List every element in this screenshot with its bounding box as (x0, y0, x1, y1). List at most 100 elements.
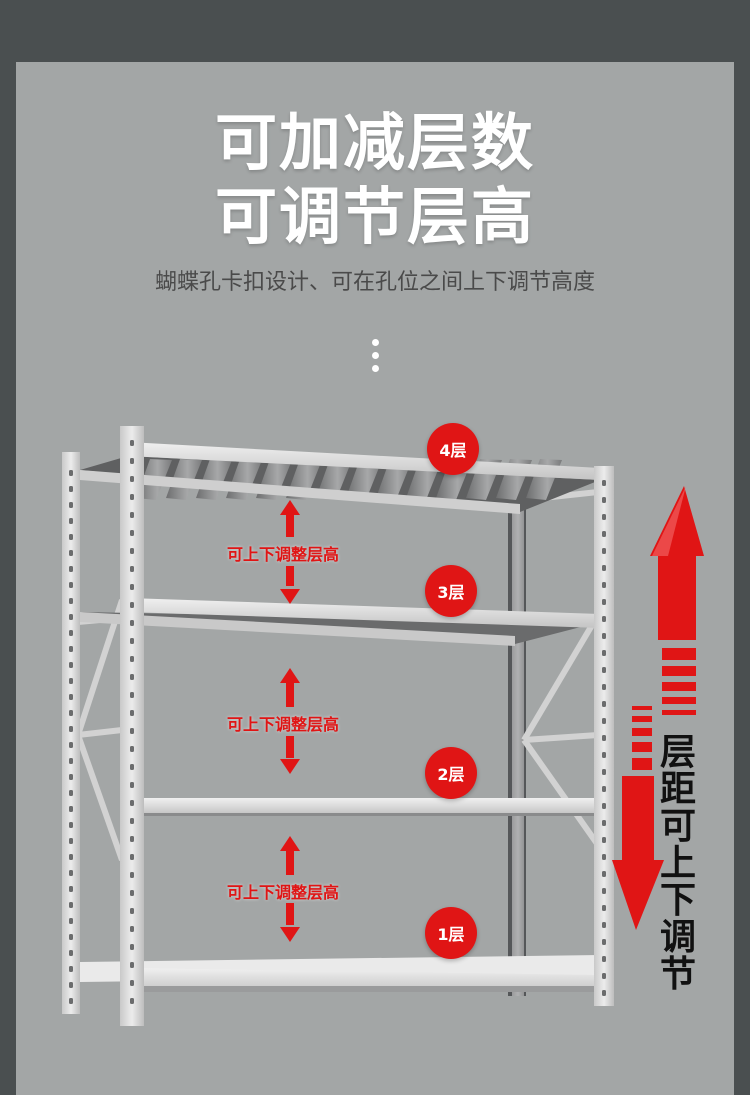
post-hole (130, 494, 134, 500)
post-hole (602, 786, 606, 792)
post-hole (69, 470, 73, 476)
post-hole (130, 476, 134, 482)
big-up-arrow-icon (650, 486, 704, 715)
post-hole (602, 616, 606, 622)
front-mid-post (120, 426, 144, 1026)
post-hole (69, 662, 73, 668)
front-right-post (594, 466, 614, 1006)
post-hole (130, 872, 134, 878)
post-hole (602, 854, 606, 860)
post-hole (130, 584, 134, 590)
double-arrow-icon (280, 836, 300, 942)
post-hole (602, 701, 606, 707)
post-hole (69, 806, 73, 812)
post-hole (602, 633, 606, 639)
post-hole (69, 854, 73, 860)
post-hole (69, 918, 73, 924)
shelf-slat (196, 459, 232, 500)
post-hole (130, 512, 134, 518)
post-hole (69, 550, 73, 556)
post-hole (602, 956, 606, 962)
post-hole (602, 531, 606, 537)
post-hole (69, 742, 73, 748)
post-hole (130, 926, 134, 932)
post-hole (602, 718, 606, 724)
post-hole (130, 836, 134, 842)
post-hole (602, 888, 606, 894)
adjust-label: 可上下调整层高 (227, 545, 340, 564)
post-hole (69, 886, 73, 892)
post-hole (602, 548, 606, 554)
post-hole (69, 694, 73, 700)
post-hole (69, 790, 73, 796)
post-hole (130, 818, 134, 824)
post-hole (69, 582, 73, 588)
layer-badge-2: 2层 (425, 747, 477, 799)
post-hole (602, 599, 606, 605)
post-hole (602, 769, 606, 775)
post-hole (130, 710, 134, 716)
post-hole (69, 630, 73, 636)
post-hole (602, 939, 606, 945)
post-hole (602, 684, 606, 690)
shelf-slat (346, 459, 382, 500)
adjust-label: 可上下调整层高 (227, 883, 340, 902)
post-hole (130, 602, 134, 608)
layer-badge-1: 1层 (425, 907, 477, 959)
post-hole (602, 820, 606, 826)
post-hole (69, 998, 73, 1004)
double-arrow-icon (280, 668, 300, 774)
post-hole (69, 950, 73, 956)
post-hole (602, 514, 606, 520)
post-hole (69, 870, 73, 876)
post-hole (602, 922, 606, 928)
post-hole (602, 480, 606, 486)
double-arrow-icon (280, 500, 300, 604)
post-hole (130, 746, 134, 752)
post-hole (130, 440, 134, 446)
post-hole (602, 871, 606, 877)
post-hole (602, 752, 606, 758)
post-hole (69, 934, 73, 940)
post-hole (130, 962, 134, 968)
post-hole (69, 966, 73, 972)
post-hole (69, 774, 73, 780)
post-hole (130, 566, 134, 572)
shelf-1 (80, 955, 600, 992)
subtitle: 蝴蝶孔卡扣设计、可在孔位之间上下调节高度 (154, 270, 595, 295)
post-hole (130, 692, 134, 698)
post-hole (130, 548, 134, 554)
post-hole (69, 486, 73, 492)
post-hole (602, 497, 606, 503)
post-hole (602, 667, 606, 673)
post-hole (130, 782, 134, 788)
post-hole (130, 998, 134, 1004)
post-hole (130, 674, 134, 680)
front-left-post (62, 452, 80, 1014)
post-hole (69, 758, 73, 764)
post-hole (130, 638, 134, 644)
post-hole (69, 982, 73, 988)
post-hole (69, 710, 73, 716)
post-hole (602, 803, 606, 809)
side-caption: 层距可上下调节 (659, 732, 696, 995)
post-hole (69, 822, 73, 828)
post-hole (602, 582, 606, 588)
post-hole (130, 854, 134, 860)
post-hole (602, 565, 606, 571)
post-hole (130, 458, 134, 464)
post-hole (69, 534, 73, 540)
post-hole (130, 656, 134, 662)
post-hole (602, 905, 606, 911)
post-hole (130, 908, 134, 914)
post-hole (130, 944, 134, 950)
post-hole (602, 735, 606, 741)
post-hole (69, 726, 73, 732)
post-hole (130, 764, 134, 770)
shelf-2 (128, 798, 600, 816)
post-hole (69, 614, 73, 620)
post-hole (69, 678, 73, 684)
post-hole (602, 837, 606, 843)
menu-dots-icon (370, 339, 380, 375)
